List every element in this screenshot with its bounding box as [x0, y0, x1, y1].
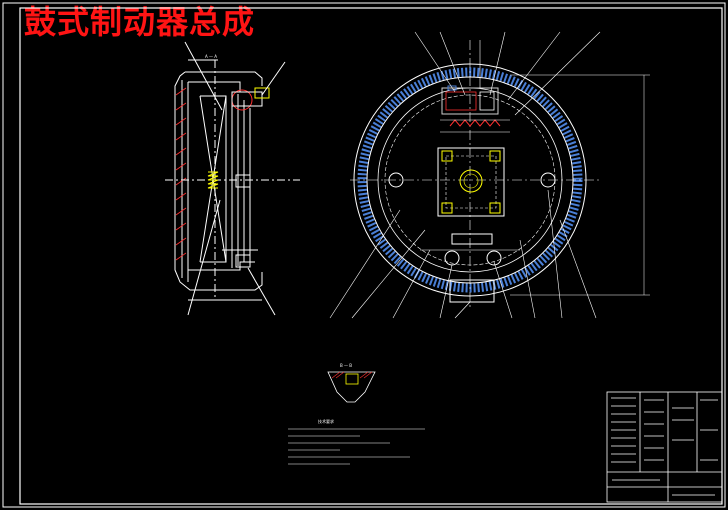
- side-section-view: [165, 41, 300, 316]
- detail-label: B — B: [340, 363, 352, 368]
- title-block: [606, 391, 723, 503]
- front-view: [329, 31, 650, 319]
- technical-notes: [288, 428, 425, 465]
- drawing-title: 鼓式制动器总成: [24, 3, 256, 41]
- section-label: A — A: [205, 54, 217, 59]
- inner-frame: [19, 7, 723, 505]
- detail-view: [327, 371, 376, 403]
- notes-heading: 技术要求: [318, 418, 334, 424]
